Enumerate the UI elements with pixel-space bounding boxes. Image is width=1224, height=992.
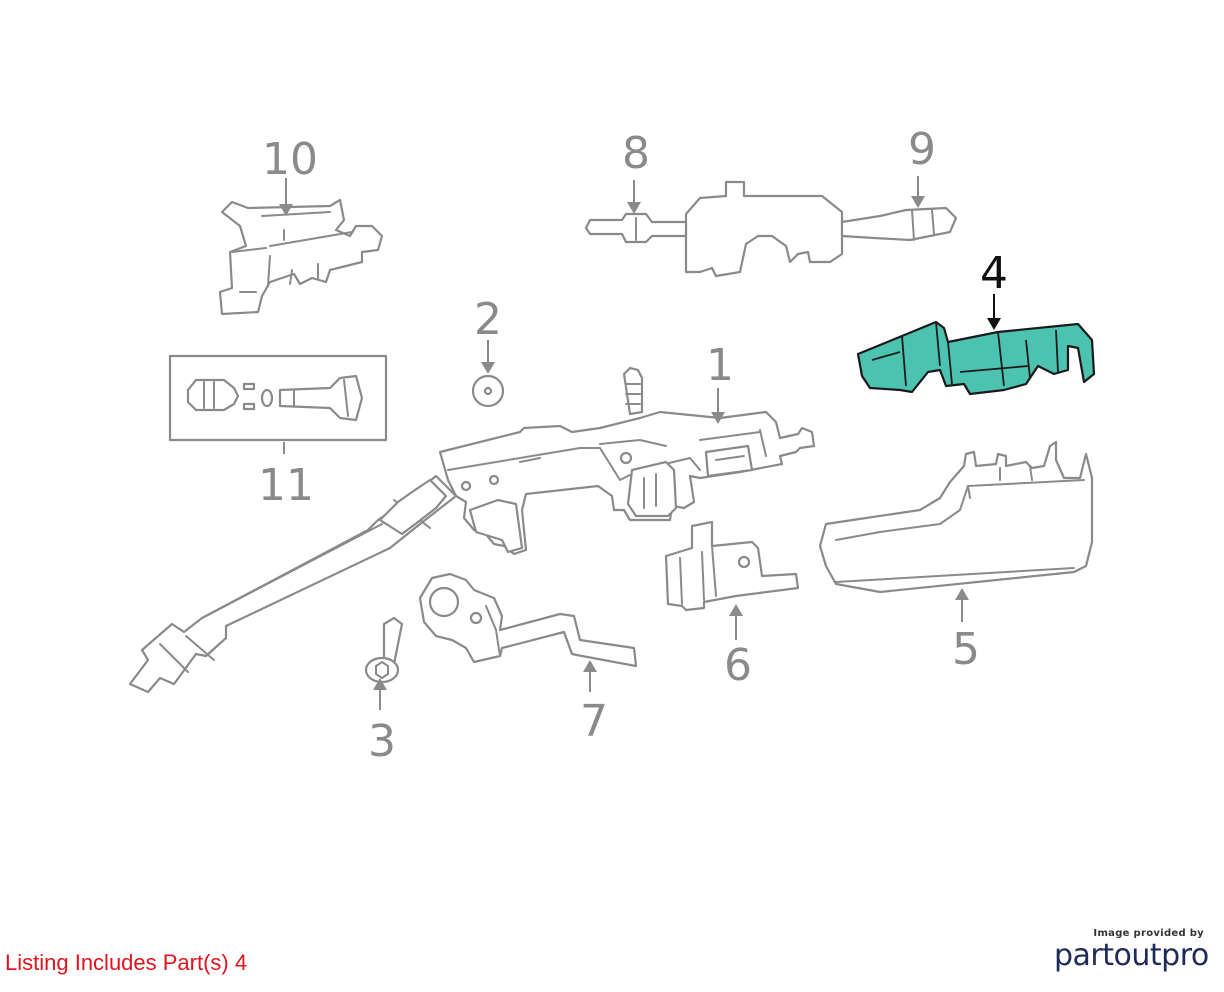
callout-number-1: 1 [706, 340, 734, 391]
callout-number-2: 2 [474, 294, 502, 345]
part-6-bracket [664, 520, 800, 612]
callout-number-8: 8 [622, 128, 650, 179]
part-1-steering-column [128, 366, 816, 694]
logo-word-out: out [1113, 938, 1162, 973]
callout-1: 1 [706, 340, 734, 424]
callout-9: 9 [908, 124, 936, 208]
callout-number-5: 5 [952, 624, 980, 675]
callout-5: 5 [952, 588, 980, 675]
callout-number-11: 11 [258, 460, 314, 511]
part-8-9-multifunction-switch [584, 180, 958, 278]
callout-number-4: 4 [980, 248, 1008, 299]
logo-word-part: part [1054, 938, 1114, 973]
callout-number-6: 6 [724, 640, 752, 691]
callout-8: 8 [622, 128, 650, 214]
logo-tagline: Image provided by [1093, 928, 1204, 939]
callout-3: 3 [368, 678, 396, 767]
part-10-ignition-housing [218, 198, 384, 316]
callout-number-7: 7 [580, 696, 608, 747]
callout-number-3: 3 [368, 716, 396, 767]
logo-word-pro: pro [1161, 938, 1209, 973]
part-2-washer [471, 374, 505, 408]
callout-10: 10 [262, 134, 318, 216]
listing-includes-note: Listing Includes Part(s) 4 [5, 950, 248, 975]
callout-number-9: 9 [908, 124, 936, 175]
logo-wordmark: partoutpro [1054, 938, 1209, 973]
callout-4: 4 [980, 248, 1008, 330]
part-11-lock-cylinder-kit [168, 354, 388, 442]
part-3-bolt [364, 616, 404, 684]
callout-6: 6 [724, 604, 752, 691]
callout-number-10: 10 [262, 134, 318, 185]
partoutpro-logo: Image provided by partoutpro [1054, 928, 1209, 974]
callout-7: 7 [580, 660, 608, 747]
part-5-lower-shroud [818, 440, 1094, 594]
callout-2: 2 [474, 294, 502, 374]
part-4-highlighted-bracket [856, 320, 1096, 396]
part-7-tilt-lever [418, 572, 638, 668]
callout-11: 11 [258, 442, 314, 511]
